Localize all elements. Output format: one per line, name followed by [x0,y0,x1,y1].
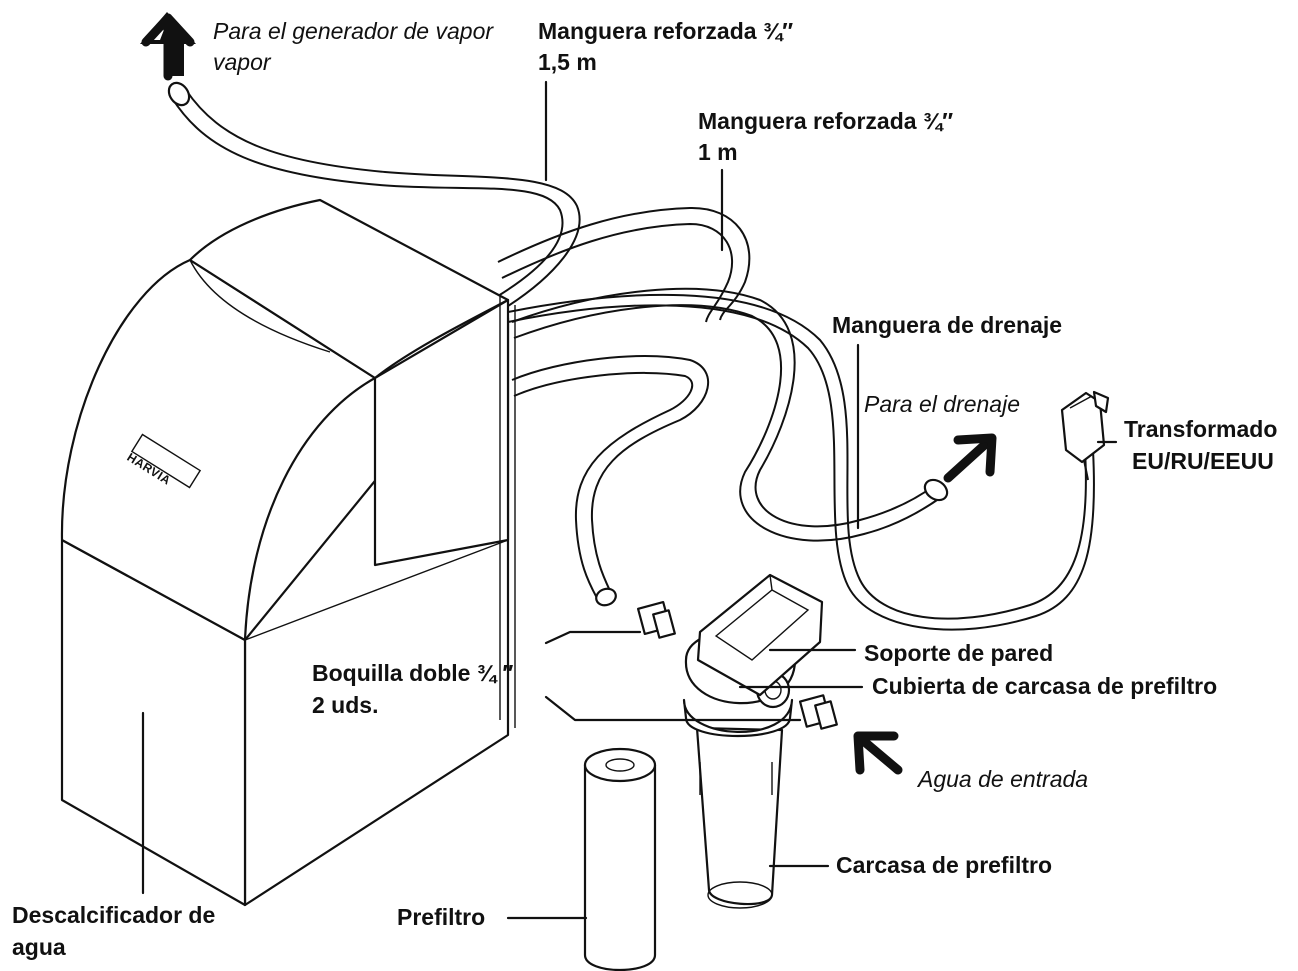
label-filter-housing: Carcasa de prefiltro [836,852,1053,878]
label-hose-1m-length: 1 m [698,139,738,165]
power-cable [507,293,1095,631]
wall-bracket [696,573,824,697]
label-hose-1m: Manguera reforzada ¾″ [698,108,954,134]
label-hose-1-5m: Manguera reforzada ¾″ [538,18,794,44]
hose-1m [497,206,751,323]
transformer [1060,390,1110,481]
label-inlet-water: Agua de entrada [918,766,1089,792]
arrow-upleft-icon [853,731,903,775]
filter-hose [511,355,709,607]
hose-1-5m [167,81,581,309]
prefilter-cartridge [583,747,657,971]
nozzle-upper [636,600,676,639]
label-softener-l2: agua [12,934,66,960]
leader-lines [141,80,1118,920]
label-hose-1-5m-length: 1,5 m [538,49,597,75]
arrow-upright-icon [943,433,997,483]
label-transformer: Transformado [1124,416,1278,442]
nozzle-lower [798,694,838,730]
label-steam-direction: Para el generador de vapor [213,18,494,44]
label-drain-hose: Manguera de drenaje [832,312,1063,338]
label-steam-direction-l2: vapor [213,49,271,75]
label-filter-cover: Cubierta de carcasa de prefiltro [872,673,1218,699]
label-prefilter: Prefiltro [397,904,486,930]
arrow-up-icon [140,12,196,81]
label-transformer-regions: EU/RU/EEUU [1132,448,1274,474]
label-softener: Descalcificador de [12,902,216,928]
label-double-nozzle: Boquilla doble ¾ ″ [312,660,514,686]
label-drain-direction: Para el drenaje [864,391,1020,417]
water-softener [60,198,516,907]
label-double-nozzle-qty: 2 uds. [312,692,379,718]
label-wall-bracket: Soporte de pared [864,640,1054,666]
